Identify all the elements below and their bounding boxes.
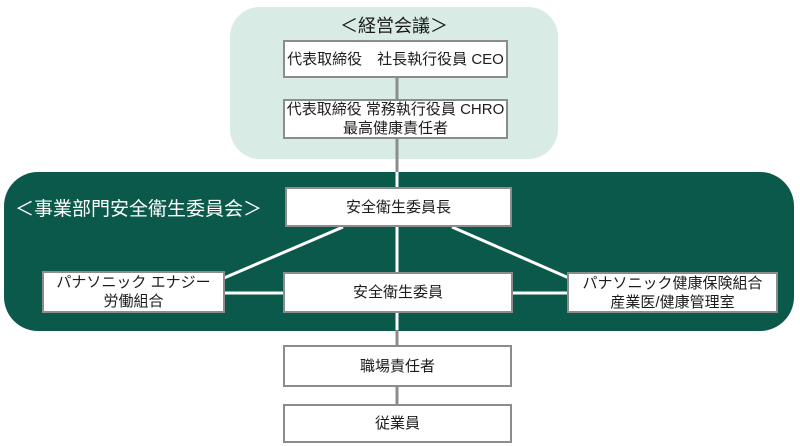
node-health-insurance: パナソニック健康保険組合 産業医/健康管理室 [567, 272, 778, 313]
node-workplace-manager: 職場責任者 [283, 345, 512, 387]
management-panel-title: ＜経営会議＞ [340, 16, 448, 36]
node-insurance-label-line1: パナソニック健康保険組合 [582, 274, 763, 292]
node-safety-committee-members: 安全衛生委員 [283, 272, 513, 313]
node-employee-label: 従業員 [374, 415, 420, 432]
node-ceo-label: 代表取締役 社長執行役員 CEO [287, 50, 504, 68]
node-member-label: 安全衛生委員 [352, 284, 443, 301]
node-insurance-label-line2: 産業医/健康管理室 [610, 293, 735, 311]
node-chro: 代表取締役 常務執行役員 CHRO 最高健康責任者 [283, 99, 508, 139]
node-chro-label-line2: 最高健康責任者 [342, 120, 448, 137]
node-labor-union: パナソニック エナジー 労働組合 [42, 271, 225, 313]
connector-chair-union [223, 225, 344, 280]
node-workplace-label: 職場責任者 [359, 357, 435, 375]
node-employee: 従業員 [283, 404, 512, 443]
node-union-label-line1: パナソニック エナジー [56, 274, 211, 291]
node-chair-label: 安全衛生委員長 [345, 198, 451, 216]
node-safety-committee-chair: 安全衛生委員長 [285, 187, 512, 227]
node-union-label-line2: 労働組合 [103, 293, 164, 310]
node-chro-label-line1: 代表取締役 常務執行役員 CHRO [286, 101, 505, 118]
node-ceo: 代表取締役 社長執行役員 CEO [283, 40, 508, 78]
committee-panel-title: ＜事業部門安全衛生委員会＞ [15, 199, 263, 220]
connector-chair-insurance [451, 225, 570, 280]
